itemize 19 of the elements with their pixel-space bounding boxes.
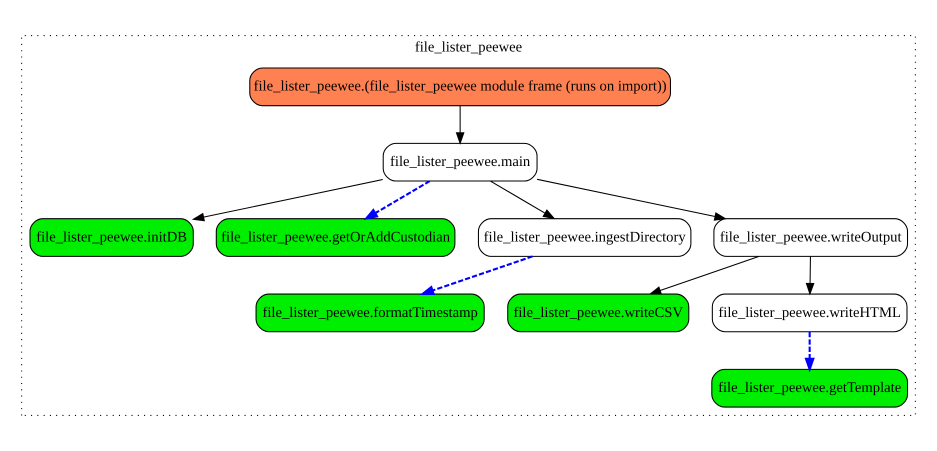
node-box: file_lister_peewee.writeCSV [507,294,690,332]
node-box: file_lister_peewee.formatTimestamp [256,294,485,332]
node-box: file_lister_peewee.getTemplate [711,368,908,408]
arrow [804,332,815,372]
arrow [420,255,533,296]
node-box: file_lister_peewee.(file_lister_peewee module frame (runs on import)) [249,67,671,106]
arrow [490,180,556,220]
node-box: file_lister_peewee.writeHTML [712,294,908,332]
node-box: file_lister_peewee.ingestDirectory [478,218,692,257]
node-box: file_lister_peewee.main [382,142,538,182]
arrow [363,180,430,220]
node-box: file_lister_peewee.initDB [29,218,194,257]
arrow [536,178,727,221]
node-box: file_lister_peewee.writeOutput [713,218,908,257]
arrow [192,178,383,222]
arrow [456,106,465,145]
arrow [806,256,814,296]
arrow [648,256,760,295]
node-box: file_lister_peewee.getOrAddCustodian [216,218,456,257]
